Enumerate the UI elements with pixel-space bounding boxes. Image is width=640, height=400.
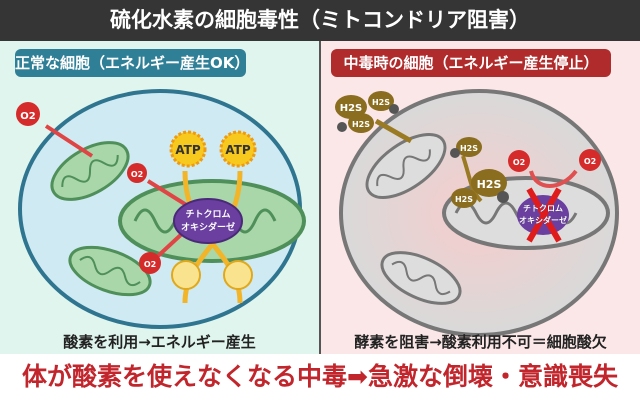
svg-text:ATP: ATP [175,143,201,157]
nutrient-icon [223,260,253,290]
skull-icon [450,148,460,158]
o2-arrow [529,169,578,188]
skull-icon [497,191,509,203]
normal-cell-panel: チトクロム オキシダーゼ ATP ATP O2 O2 O2 正常な細胞（エネルギ… [0,41,319,354]
svg-text:H2S: H2S [340,103,363,114]
mitochondrion-small-bottom [68,245,152,297]
normal-cell-label: 正常な細胞（エネルギー産生OK） [15,49,249,77]
h2s-arrow [374,118,413,144]
svg-text:O2: O2 [20,111,36,122]
h2s-molecule: H2S [368,91,394,111]
h2s-molecule: H2S [348,113,374,133]
o2-arrow [146,179,190,208]
svg-text:チトクロム: チトクロム [523,203,563,213]
o2-molecule: O2 [16,102,40,126]
skull-icon [389,104,399,114]
svg-text:チトクロム: チトクロム [185,209,230,220]
summary-banner: 体が酸素を使えなくなる中毒➡急激な倒壊・意識喪失 [0,354,640,400]
svg-text:H2S: H2S [477,178,502,191]
poisoned-cell-panel: チトクロム オキシダーゼ H2S H2S H2S H2S H2S H2S O2 … [321,41,640,354]
page-title: 硫化水素の細胞毒性（ミトコンドリア阻害） [0,0,640,41]
svg-text:H2S: H2S [460,144,478,153]
svg-text:O2: O2 [144,260,156,269]
atp-burst-1: ATP [169,130,207,168]
svg-text:H2S: H2S [352,120,370,129]
o2-molecule: O2 [508,150,530,172]
enzyme-cytochrome-oxidase: チトクロム オキシダーゼ [173,198,243,244]
normal-cell-illustration: チトクロム オキシダーゼ ATP ATP O2 O2 O2 [16,89,306,329]
o2-molecule: O2 [127,163,147,183]
o2-arrow [44,124,94,158]
svg-text:O2: O2 [513,158,525,167]
svg-text:H2S: H2S [455,195,473,204]
nutrient-icon [171,260,201,290]
normal-cell-caption: 酸素を利用→エネルギー産生 [63,333,256,351]
svg-text:オキシダーゼ: オキシダーゼ [181,221,235,233]
o2-molecule: O2 [579,149,601,171]
svg-text:ATP: ATP [225,143,251,157]
h2s-molecule: H2S [456,137,482,157]
poisoned-cell-illustration: チトクロム オキシダーゼ H2S H2S H2S H2S H2S H2S O2 … [335,89,619,337]
poisoned-cell-label: 中毒時の細胞（エネルギー産生停止） [331,49,611,77]
poisoned-cell-caption: 酵素を阻害→酸素利用不可＝細胞酸欠 [354,333,607,351]
mitochondrion-small [365,133,447,199]
skull-icon [337,122,347,132]
enzyme-cytochrome-oxidase: チトクロム オキシダーゼ [517,187,569,243]
svg-text:オキシダーゼ: オキシダーゼ [519,215,567,225]
svg-text:O2: O2 [584,157,596,166]
h2s-molecule: H2S [451,188,477,208]
o2-molecule: O2 [139,252,161,274]
mitochondrion-small [50,141,130,201]
mitochondrion-small-bottom [380,251,462,305]
h2s-molecule: H2S [335,95,367,119]
blocked-x-icon [526,187,562,243]
atp-burst-2: ATP [219,130,257,168]
svg-text:H2S: H2S [372,98,390,107]
svg-text:O2: O2 [131,170,143,179]
h2s-molecule: H2S [471,169,507,197]
panel-divider [319,41,321,354]
